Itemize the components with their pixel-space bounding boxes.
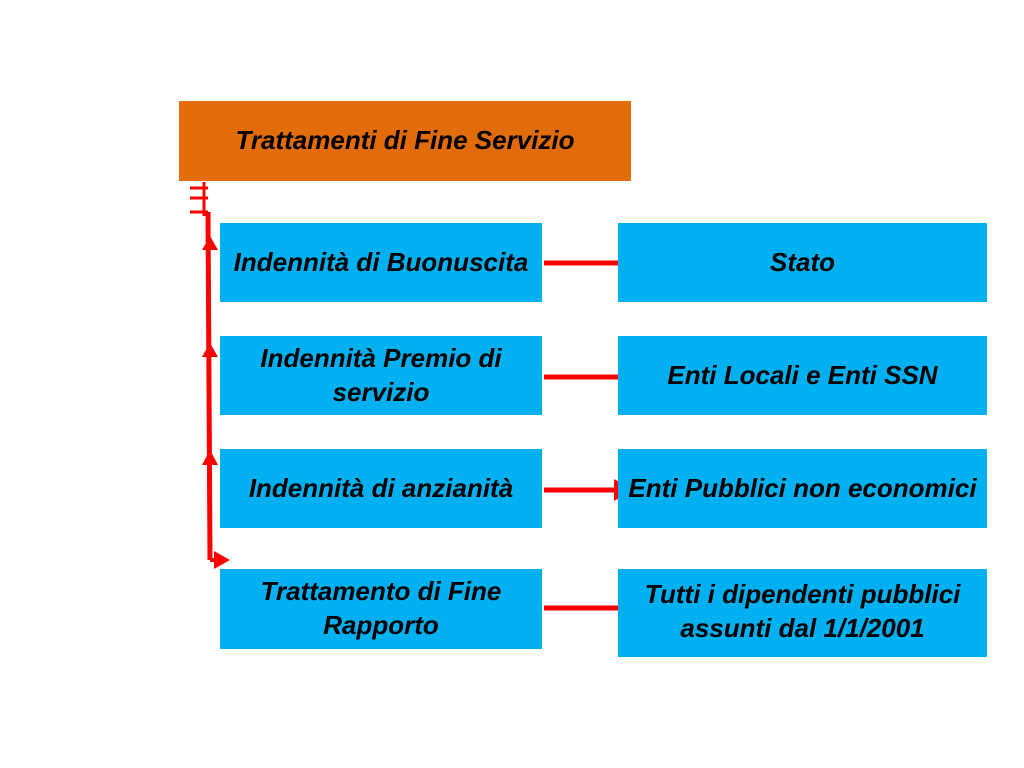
root-box: Trattamenti di Fine Servizio	[179, 101, 631, 181]
left-box-2: Indennità Premio di servizio	[220, 336, 542, 415]
trunk-arrowhead-2	[202, 343, 218, 357]
right-box-2-label: Enti Locali e Enti SSN	[667, 359, 938, 390]
left-box-1-label: Indennità di Buonuscita	[233, 246, 529, 277]
right-box-2: Enti Locali e Enti SSN	[618, 336, 987, 415]
left-box-3-label: Indennità di anzianità	[248, 472, 514, 503]
right-box-1: Stato	[618, 223, 987, 302]
left-box-3: Indennità di anzianità	[220, 449, 542, 528]
right-box-1-label: Stato	[770, 246, 835, 277]
trunk-arrowhead-3	[202, 450, 218, 465]
left-box-2-label: Indennità Premio di servizio	[260, 342, 502, 407]
left-box-4-label: Trattamento di Fine Rapporto	[260, 576, 502, 640]
right-box-4: Tutti i dipendenti pubblici assunti dal …	[618, 569, 987, 657]
root-label: Trattamenti di Fine Servizio	[235, 125, 575, 156]
trunk-bottom-arrowhead	[214, 551, 230, 569]
vertical-connector	[205, 211, 213, 561]
row-arrows	[544, 260, 622, 611]
left-box-4: Trattamento di Fine Rapporto	[220, 569, 542, 649]
root-bracket-ticks	[190, 182, 208, 216]
right-box-4-label: Tutti i dipendenti pubblici assunti dal …	[644, 579, 961, 643]
right-box-3: Enti Pubblici non economici	[618, 449, 987, 528]
right-box-3-label: Enti Pubblici non economici	[628, 472, 977, 503]
left-box-1: Indennità di Buonuscita	[220, 223, 542, 302]
trunk-arrowhead-1	[202, 236, 218, 250]
